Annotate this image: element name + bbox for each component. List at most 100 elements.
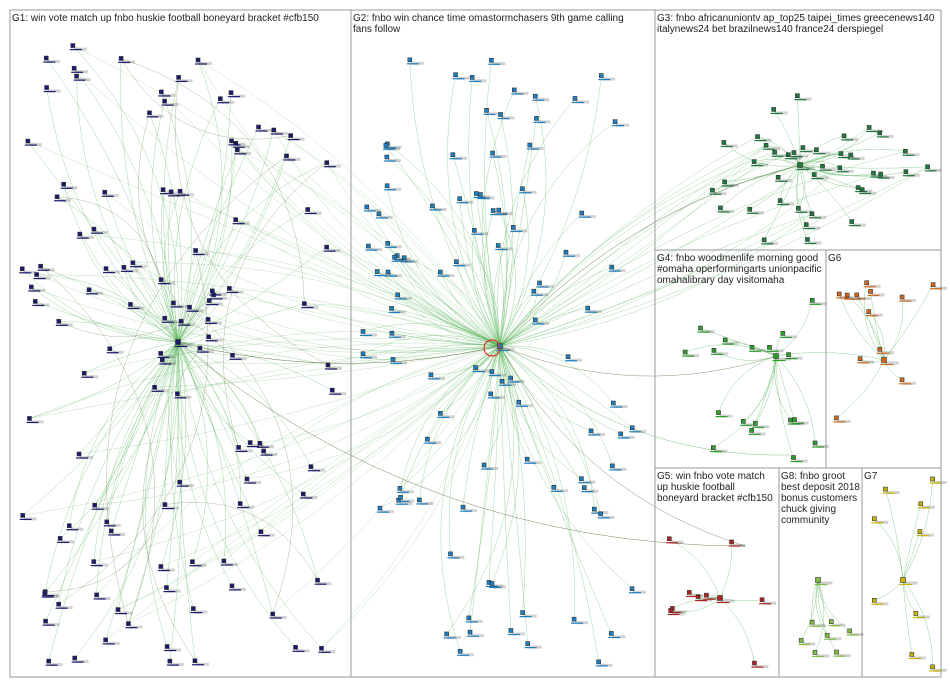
node-g1-61[interactable] (107, 347, 124, 354)
node-g7-1[interactable] (930, 477, 947, 484)
node-g6-1[interactable] (833, 416, 850, 423)
node-g1-60[interactable] (176, 75, 193, 82)
node-g2-28[interactable] (629, 426, 646, 433)
node-g1-100[interactable] (81, 371, 98, 378)
node-g2-67[interactable] (551, 485, 568, 492)
node-g1-107[interactable] (209, 289, 226, 296)
node-g1-40[interactable] (195, 58, 212, 65)
node-g7-hub[interactable] (900, 578, 918, 585)
node-g1-88[interactable] (192, 659, 209, 666)
node-g1-102[interactable] (325, 363, 342, 370)
node-g2-41[interactable] (429, 204, 446, 211)
node-g1-59[interactable] (288, 134, 305, 141)
node-g1-48[interactable] (163, 586, 180, 593)
node-g2-12[interactable] (510, 225, 527, 232)
node-g2-23[interactable] (450, 153, 467, 160)
node-g7-3[interactable] (929, 665, 946, 672)
node-g2-94[interactable] (563, 250, 580, 257)
node-g2-25[interactable] (581, 486, 598, 493)
node-g1-43[interactable] (237, 502, 254, 509)
node-g2-26[interactable] (437, 411, 454, 418)
node-g4-12[interactable] (780, 331, 797, 338)
node-g2-63[interactable] (532, 94, 549, 101)
node-g2-78[interactable] (447, 552, 464, 559)
node-g1-79[interactable] (190, 607, 207, 614)
node-g8-5[interactable] (847, 629, 864, 636)
node-g3-27[interactable] (761, 238, 778, 245)
node-g1-62[interactable] (38, 264, 55, 271)
node-g1-57[interactable] (43, 56, 60, 63)
node-g2-51[interactable] (498, 113, 515, 120)
node-g2-53[interactable] (488, 58, 505, 65)
node-g1-34[interactable] (102, 190, 119, 197)
node-g3-24[interactable] (794, 94, 811, 101)
node-g4-2[interactable] (752, 421, 769, 428)
node-g2-36[interactable] (466, 616, 483, 623)
node-g1-71[interactable] (125, 622, 142, 629)
node-g2-6[interactable] (488, 392, 505, 399)
node-g1-96[interactable] (34, 273, 51, 280)
node-g4-4[interactable] (697, 326, 714, 333)
node-g2-14[interactable] (565, 355, 582, 362)
node-g5-8[interactable] (666, 537, 683, 544)
node-g1-101[interactable] (118, 56, 135, 63)
node-g2-17[interactable] (467, 630, 484, 637)
node-g2-0[interactable] (610, 401, 627, 408)
node-g2-48[interactable] (428, 373, 445, 380)
node-g4-8[interactable] (710, 446, 727, 453)
node-g1-73[interactable] (103, 267, 120, 274)
node-g2-65[interactable] (444, 632, 461, 639)
node-g1-5[interactable] (108, 529, 125, 536)
node-g1-99[interactable] (234, 148, 251, 155)
node-g4-17[interactable] (791, 418, 808, 425)
node-g1-86[interactable] (177, 480, 194, 487)
node-g2-21[interactable] (525, 642, 542, 649)
node-g1-13[interactable] (324, 161, 341, 168)
node-g8-4[interactable] (824, 633, 841, 640)
node-g2-58[interactable] (407, 58, 424, 65)
node-g2-91[interactable] (572, 96, 589, 103)
node-g3-28[interactable] (819, 164, 836, 171)
node-g1-52[interactable] (25, 139, 42, 146)
node-g2-59[interactable] (596, 660, 613, 667)
node-g1-95[interactable] (300, 492, 317, 499)
node-g1-56[interactable] (71, 66, 88, 73)
node-g2-62[interactable] (365, 244, 382, 251)
node-g2-4[interactable] (453, 73, 470, 80)
node-g1-85[interactable] (301, 302, 318, 309)
node-g1-45[interactable] (19, 267, 36, 274)
node-g1-63[interactable] (91, 227, 108, 234)
node-g2-80[interactable] (609, 464, 626, 471)
node-g1-51[interactable] (305, 207, 322, 214)
node-g2-30[interactable] (516, 400, 533, 407)
node-g2-93[interactable] (360, 329, 377, 336)
node-g2-54[interactable] (533, 116, 550, 123)
node-g7-4[interactable] (882, 487, 899, 494)
node-g2-33[interactable] (508, 376, 525, 383)
node-g4-5[interactable] (766, 345, 783, 352)
node-g1-17[interactable] (160, 188, 177, 195)
node-g1-108[interactable] (284, 154, 301, 161)
node-g1-92[interactable] (226, 286, 243, 293)
node-g2-9[interactable] (469, 75, 486, 82)
node-g1-103[interactable] (28, 285, 45, 292)
node-g1-54[interactable] (229, 584, 246, 591)
node-g3-13[interactable] (747, 207, 764, 214)
node-g3-5[interactable] (902, 149, 919, 156)
node-g4-9[interactable] (809, 298, 826, 305)
node-g2-18[interactable] (585, 306, 602, 313)
node-g3-34[interactable] (771, 107, 788, 114)
node-g2-5[interactable] (377, 506, 394, 513)
node-g3-12[interactable] (721, 140, 738, 147)
node-g1-11[interactable] (318, 646, 335, 653)
node-g8-2[interactable] (833, 650, 850, 657)
node-g1-50[interactable] (57, 536, 74, 543)
node-g2-45[interactable] (511, 88, 528, 95)
node-g2-47[interactable] (495, 243, 512, 250)
node-g2-73[interactable] (385, 270, 402, 277)
node-g2-88[interactable] (578, 477, 595, 484)
node-g4-11[interactable] (790, 456, 807, 463)
node-g2-34[interactable] (531, 289, 548, 296)
node-g1-106[interactable] (115, 608, 132, 615)
node-g1-44[interactable] (103, 638, 120, 645)
